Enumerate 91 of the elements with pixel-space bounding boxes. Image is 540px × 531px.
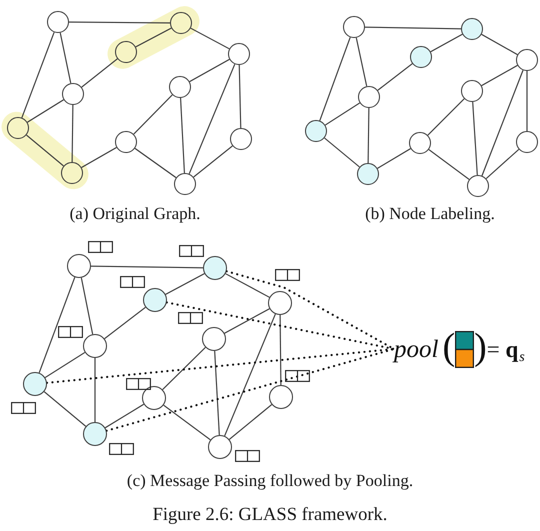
dotted-connector — [46, 348, 396, 384]
edge-line — [104, 306, 146, 340]
edge-line — [60, 32, 72, 84]
edge-line — [228, 404, 272, 440]
edge-line — [324, 138, 360, 168]
edge-line — [44, 391, 86, 427]
graph-node — [208, 435, 232, 459]
graph-node — [358, 86, 380, 108]
graph-node — [203, 256, 227, 280]
dotted-connector — [166, 301, 396, 350]
edge-line — [38, 277, 76, 373]
edge-line — [180, 98, 185, 174]
graph-node — [268, 291, 292, 315]
edge-line — [365, 26, 461, 30]
edge-line — [163, 404, 211, 440]
graph-node — [516, 49, 538, 71]
edge-line — [224, 308, 270, 334]
edge-line — [134, 148, 176, 178]
graph-node — [357, 163, 379, 185]
edge-line — [526, 71, 528, 131]
graph-node — [461, 18, 483, 40]
graph-node — [23, 372, 47, 396]
function-name: pool — [394, 336, 438, 362]
graph-node — [202, 327, 226, 351]
graph-node — [67, 254, 91, 278]
graph-node — [343, 16, 365, 38]
graph-node — [62, 83, 84, 105]
edge-line — [238, 64, 242, 128]
graph-node — [143, 288, 167, 312]
edge-line — [188, 64, 236, 174]
edge-line — [377, 148, 411, 169]
edge-line — [81, 147, 117, 168]
edge-line — [190, 28, 230, 50]
close-parenthesis: ) — [474, 328, 487, 366]
edge-line — [94, 358, 96, 422]
edge-line — [428, 149, 470, 180]
edge-line — [135, 28, 172, 48]
edge-line — [324, 102, 360, 126]
subfigure-caption: (a) Original Graph. — [70, 204, 200, 224]
graph-node — [83, 422, 107, 446]
edge-line — [368, 108, 370, 163]
edge-line — [104, 404, 144, 428]
edge-line — [486, 148, 520, 180]
edge-line — [481, 70, 524, 176]
edge-line — [356, 38, 368, 86]
edge-line — [280, 315, 282, 385]
edge-line — [189, 58, 230, 82]
edge-line — [481, 64, 518, 86]
edge-line — [472, 102, 478, 176]
edge-line — [162, 347, 206, 390]
graph-node — [169, 76, 191, 98]
graph-node — [83, 334, 107, 358]
graph-node — [305, 120, 327, 142]
edge-line — [91, 266, 203, 268]
edge-line — [69, 22, 170, 24]
edge-line — [193, 145, 233, 178]
edge-line — [224, 314, 276, 436]
edge-line — [133, 94, 173, 135]
graph-node — [174, 173, 196, 195]
graph-node — [516, 131, 538, 153]
edge-line — [430, 34, 463, 52]
edge-line — [26, 134, 64, 166]
graph-node — [461, 80, 483, 102]
figure-caption: Figure 2.6: GLASS framework. — [152, 504, 388, 526]
subfigure-caption: (b) Node Labeling. — [365, 204, 495, 224]
result-expression: = q$_{s}$ — [486, 338, 525, 360]
edge-line — [21, 32, 55, 118]
edge-line — [27, 99, 64, 123]
graph-node — [269, 385, 293, 409]
edge-line — [225, 273, 270, 298]
edge-line — [481, 34, 518, 56]
dotted-connector — [106, 348, 396, 432]
edge-line — [80, 278, 94, 334]
edge-line — [165, 273, 205, 295]
graph-node — [409, 132, 431, 154]
edge-line — [377, 63, 413, 91]
edge-line — [44, 352, 86, 378]
edge-line — [72, 105, 74, 162]
edge-line — [319, 37, 351, 121]
graph-node — [467, 175, 489, 197]
subfigure-caption: (c) Message Passing followed by Pooling. — [126, 471, 414, 491]
graph-node — [47, 11, 69, 33]
edge-line — [214, 350, 220, 436]
graph-node — [410, 46, 432, 68]
graph-node — [230, 128, 252, 150]
edge-line — [81, 58, 118, 88]
edge-line — [427, 98, 465, 136]
graph-node — [228, 43, 250, 65]
graph-node — [115, 131, 137, 153]
graph-node — [142, 386, 166, 410]
open-parenthesis: ( — [442, 328, 456, 366]
